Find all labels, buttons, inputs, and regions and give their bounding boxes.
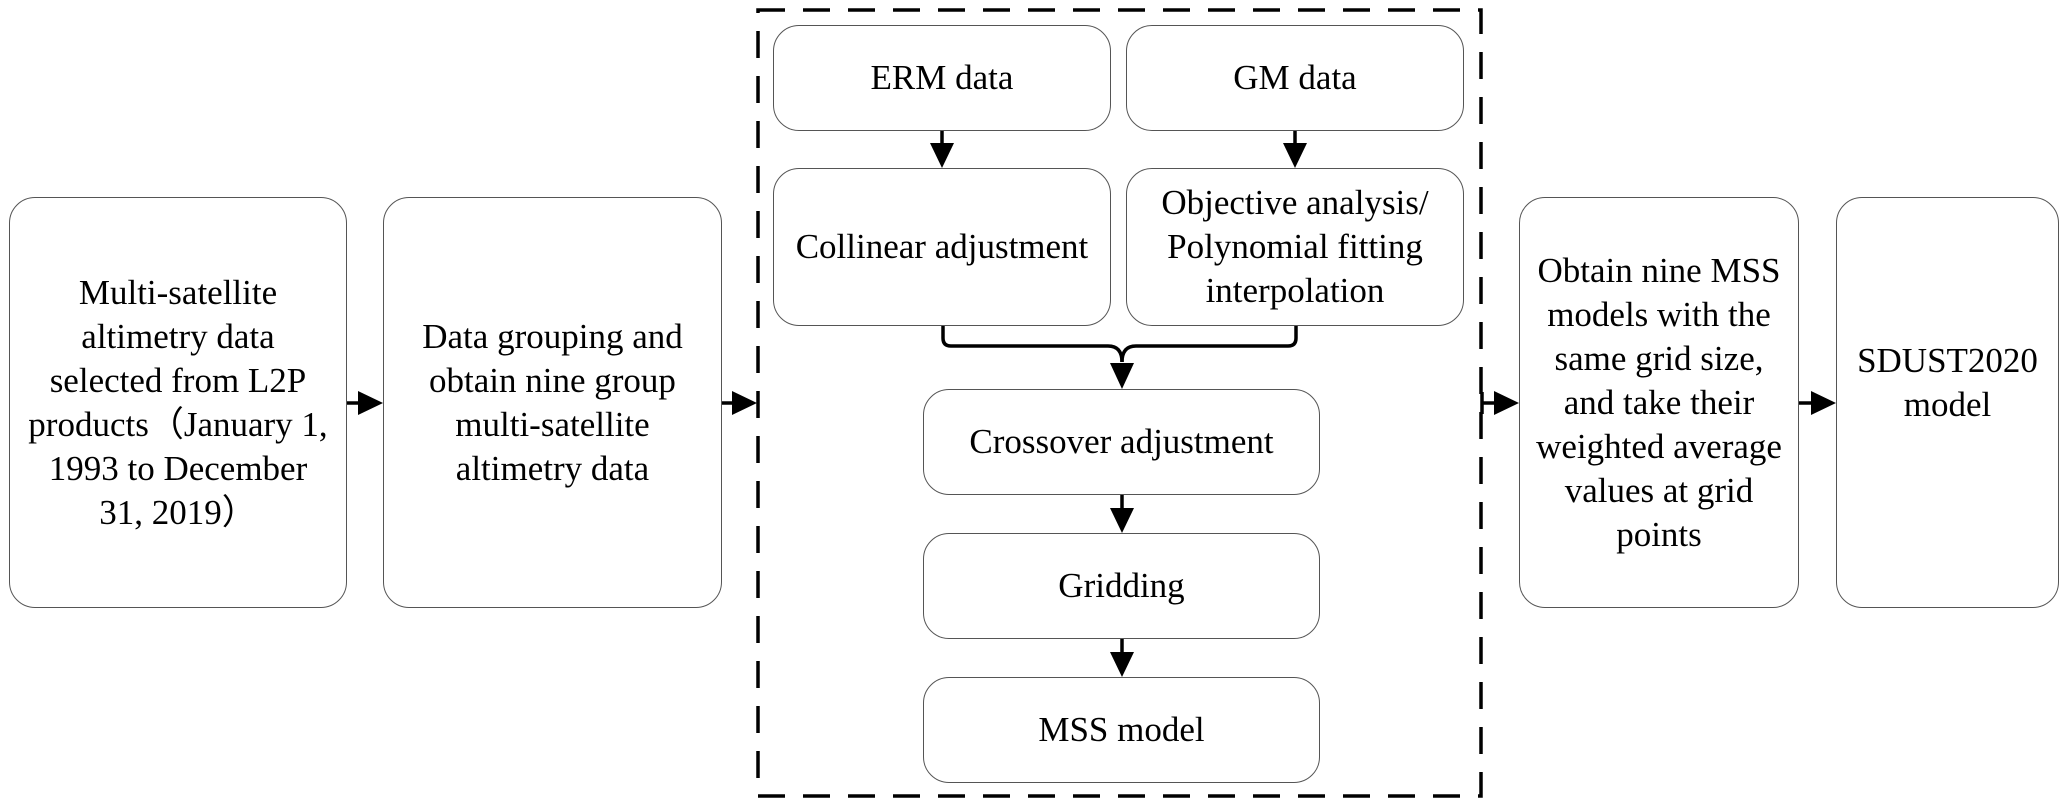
- node-mss-model: MSS model: [923, 677, 1320, 783]
- arrow-group-to-obtain: [1480, 391, 1519, 415]
- node-sdust2020-model: SDUST2020 model: [1836, 197, 2059, 608]
- node-input-data-label: Multi-satellite altimetry data selected …: [28, 272, 328, 532]
- node-input-data: Multi-satellite altimetry data selected …: [9, 197, 347, 608]
- node-gm-data: GM data: [1126, 25, 1464, 131]
- node-weighted-average-label: Obtain nine MSS models with the same gri…: [1536, 250, 1782, 554]
- arrow-gm-to-objective: [1283, 131, 1307, 168]
- node-gridding-label: Gridding: [1058, 566, 1185, 605]
- node-mss-model-label: MSS model: [1038, 710, 1205, 749]
- node-weighted-average: Obtain nine MSS models with the same gri…: [1519, 197, 1799, 608]
- node-erm-data-label: ERM data: [870, 58, 1014, 97]
- arrow-grouping-to-group: [722, 391, 757, 415]
- node-sdust2020-model-label: SDUST2020 model: [1857, 340, 2038, 424]
- arrow-input-to-grouping: [347, 391, 383, 415]
- node-crossover-adjustment: Crossover adjustment: [923, 389, 1320, 495]
- node-crossover-adjustment-label: Crossover adjustment: [969, 422, 1274, 461]
- arrow-crossover-to-gridding: [1110, 495, 1134, 533]
- arrow-erm-to-collinear: [930, 131, 954, 168]
- node-objective-analysis: Objective analysis/ Polynomial fitting i…: [1126, 168, 1464, 326]
- arrow-obtain-to-sdust: [1799, 391, 1836, 415]
- node-objective-analysis-label: Objective analysis/ Polynomial fitting i…: [1161, 183, 1429, 310]
- node-data-grouping-label: Data grouping and obtain nine group mult…: [422, 316, 683, 488]
- node-gm-data-label: GM data: [1233, 58, 1357, 97]
- node-collinear-adjustment: Collinear adjustment: [773, 168, 1111, 326]
- node-gridding: Gridding: [923, 533, 1320, 639]
- merge-connector: [941, 326, 1298, 389]
- node-collinear-adjustment-label: Collinear adjustment: [795, 227, 1089, 266]
- arrow-gridding-to-mss: [1110, 639, 1134, 677]
- node-erm-data: ERM data: [773, 25, 1111, 131]
- node-data-grouping: Data grouping and obtain nine group mult…: [383, 197, 722, 608]
